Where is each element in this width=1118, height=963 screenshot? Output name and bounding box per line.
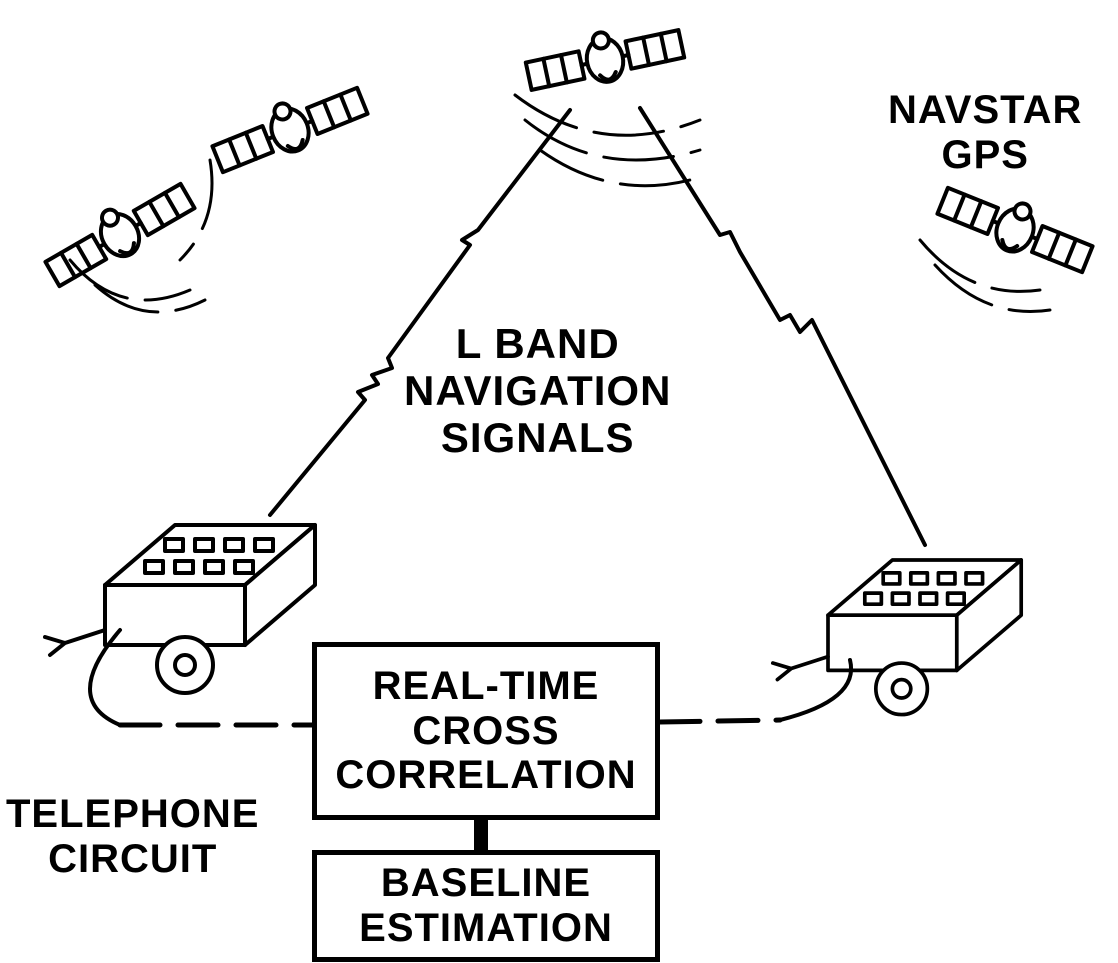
receiver-trailer-icon: [43, 523, 317, 695]
signal-line-left: [268, 108, 572, 517]
baseline-line2: ESTIMATION: [359, 906, 613, 950]
telephone-label-line1: TELEPHONE: [6, 792, 260, 836]
navstar-gps-label: NAVSTAR GPS: [888, 88, 1082, 178]
telephone-cable-right-dashed: [657, 717, 783, 725]
satellite-icon: [36, 169, 201, 296]
baseline-box-text: BASELINE ESTIMATION: [359, 861, 613, 951]
receiver-trailer-icon: [770, 558, 1024, 717]
telephone-cable-left: [88, 628, 122, 727]
telephone-circuit-label: TELEPHONE CIRCUIT: [6, 792, 259, 882]
satellite-icon: [520, 14, 688, 100]
navstar-label-line2: GPS: [941, 132, 1029, 177]
l-band-label-line3: SIGNALS: [440, 414, 635, 462]
navstar-label-line1: NAVSTAR: [888, 88, 1083, 132]
signal-arcs: [68, 93, 1052, 314]
correlation-line2: CROSS: [412, 708, 560, 753]
baseline-box: BASELINE ESTIMATION: [312, 850, 660, 962]
l-band-label: L BAND NAVIGATION SIGNALS: [404, 320, 671, 461]
l-band-label-line2: NAVIGATION: [404, 367, 672, 415]
correlation-line1: REAL-TIME: [372, 663, 600, 708]
satellite-icon: [205, 72, 373, 182]
telephone-cable-right: [778, 658, 854, 722]
l-band-label-line1: L BAND: [455, 320, 620, 367]
satellite-icon: [932, 172, 1100, 282]
box-connector: [474, 818, 488, 852]
correlation-line3: CORRELATION: [335, 753, 637, 798]
correlation-box-text: REAL-TIME CROSS CORRELATION: [335, 664, 636, 798]
correlation-box: REAL-TIME CROSS CORRELATION: [312, 642, 660, 820]
telephone-label-line2: CIRCUIT: [48, 836, 218, 881]
baseline-line1: BASELINE: [380, 861, 592, 906]
signal-line-right: [638, 106, 927, 547]
